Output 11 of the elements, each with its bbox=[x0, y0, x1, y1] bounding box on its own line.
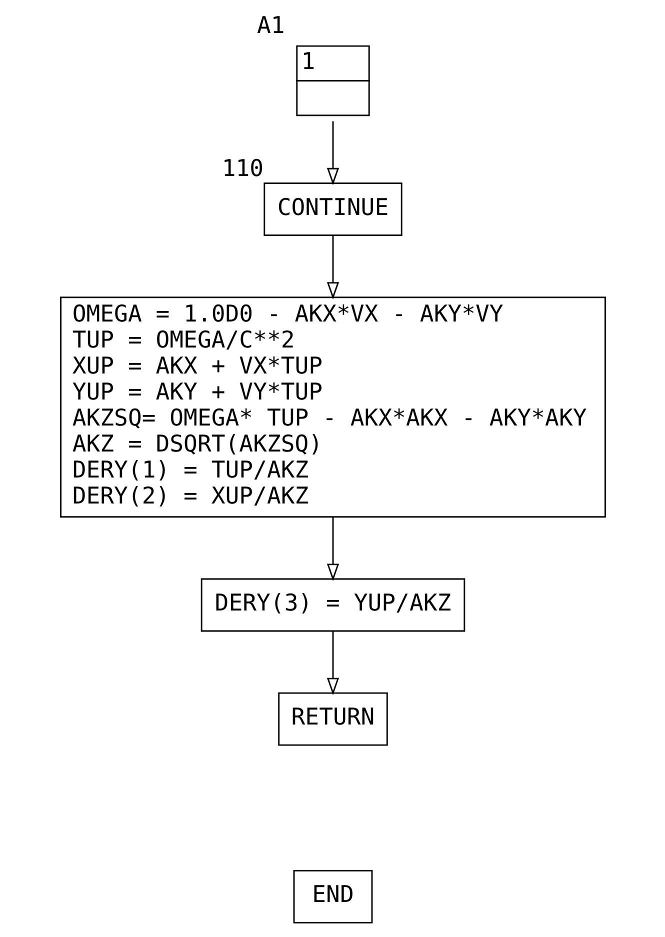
arrow bbox=[326, 516, 339, 582]
node-box: DERY(3) = YUP/AKZ bbox=[200, 578, 465, 632]
node-box: CONTINUE bbox=[263, 182, 402, 236]
node-box: OMEGA = 1.0D0 - AKX*VX - AKY*VY TUP = OMEGA/C**2 XUP = AKX + VX*TUP YUP = AKY + VY*TUP AKZSQ= OMEGA* TUP - AKX*AKX - AKY*AKY AKZ = DSQRT(AKZSQ) DERY(1) = TUP/AKZ DERY(2) = XUP/AKZ bbox=[60, 296, 606, 518]
arrow bbox=[326, 121, 339, 186]
arrow bbox=[326, 631, 339, 696]
node-label: A1 bbox=[256, 12, 284, 39]
node-label: 110 bbox=[221, 156, 264, 182]
node-box: RETURN bbox=[278, 692, 388, 746]
arrow bbox=[326, 235, 339, 300]
node-box: END bbox=[292, 870, 372, 924]
